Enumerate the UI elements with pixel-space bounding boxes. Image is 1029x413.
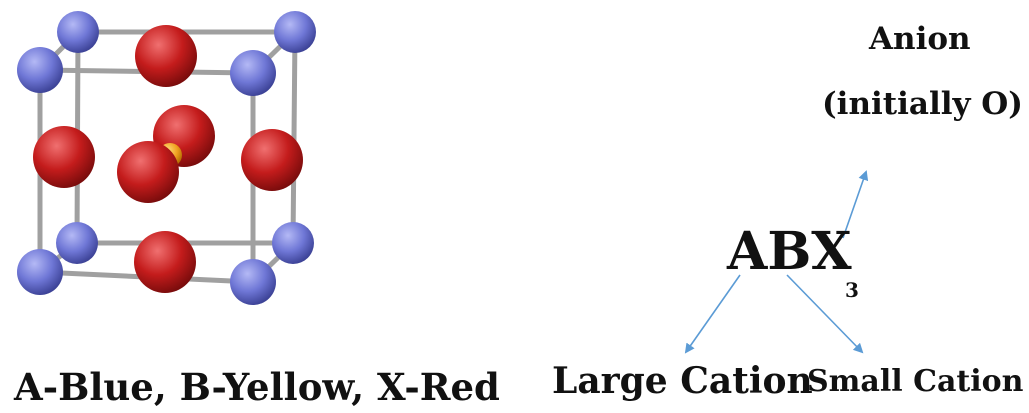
x-site-atom [33,126,95,188]
large-cation-label: Large Cation [552,360,813,402]
perovskite-unit-cell [17,11,316,305]
anion-label-line1: Anion [869,21,971,57]
x-site-atom [241,129,303,191]
x-site-atom [135,25,197,87]
x-site-atom [134,231,196,293]
a-site-atom [56,222,98,264]
small-cation-label: Small Cation [807,364,1024,399]
caption: A-Blue, B-Yellow, X-Red [14,365,500,409]
formula-main: ABX [727,221,852,282]
a-site-atom [230,50,276,96]
anion-label-line2: (initially O) [822,86,1023,122]
arrow-to-large-cation [684,274,741,354]
a-site-atom [230,259,276,305]
a-site-atom [57,11,99,53]
a-site-atom [272,222,314,264]
a-site-atom [17,47,63,93]
a-site-atom [17,249,63,295]
formula-subscript: 3 [845,278,859,302]
a-site-atom [274,11,316,53]
x-site-atom [117,141,179,203]
